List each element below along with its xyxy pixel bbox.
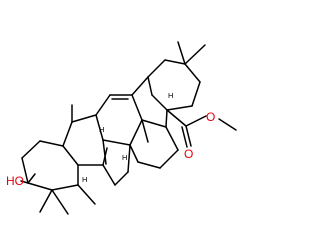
gem-dimethyl-top [177,41,206,65]
ring-a [21,140,96,205]
stereo-hydrogen-middle: H [99,125,104,134]
structure-diagram: HO O O H H H H [6,41,237,215]
carbonyl-oxygen-label: O [184,147,193,161]
ester-oxygen-label: O [206,110,215,124]
stereo-hydrogen-bottom: H [82,175,87,184]
ring-d [129,76,179,169]
ring-c [95,94,133,165]
gem-dimethyl-bottom [39,189,69,215]
stereo-hydrogen-upper: H [168,91,173,100]
angular-methyls [71,104,149,166]
stereo-hydrogen-lower: H [122,153,127,162]
hydroxyl-label: HO [6,174,24,188]
ring-e [147,59,201,111]
hydroxyl-bond [20,173,36,184]
ring-b [62,114,131,186]
methyl-ester [166,109,237,148]
molecule-canvas: HO O O H H H H [6,41,237,215]
